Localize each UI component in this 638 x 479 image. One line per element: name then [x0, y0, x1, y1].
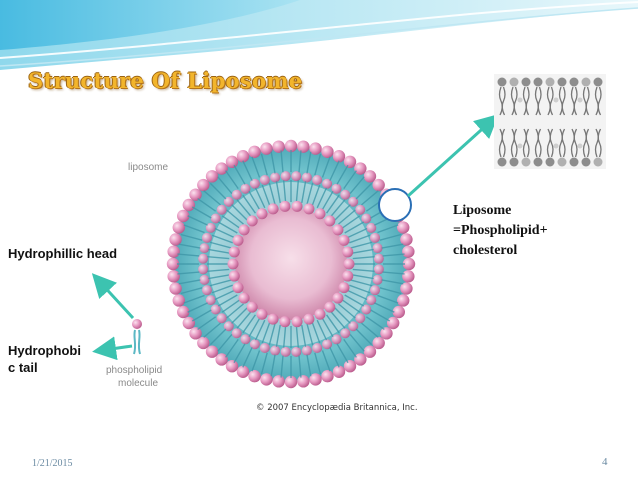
hydrophilic-head-label: Hydrophillic head — [8, 246, 118, 261]
liposome-sphere — [166, 139, 416, 389]
liposome-composition-text: Liposome =Phospholipid+ cholesterol — [453, 201, 623, 261]
phospholipid-molecule — [132, 319, 142, 355]
hydrophilic-arrow — [91, 273, 135, 320]
header-wave-decoration — [0, 0, 638, 70]
zoom-arrow — [406, 113, 499, 198]
hydrophobic-tail-label: Hydrophobi c tail — [8, 342, 81, 376]
liposome-label: liposome — [128, 162, 168, 173]
copyright-credit: © 2007 Encyclopædia Britannica, Inc. — [256, 403, 418, 413]
liposome-desc-line3: cholesterol — [453, 243, 518, 258]
liposome-desc-line2: =Phospholipid+ — [453, 223, 548, 238]
page-number: 4 — [602, 456, 608, 468]
slide-title: Structure Of Liposome — [28, 68, 303, 93]
hydrophobic-arrow — [92, 336, 133, 361]
hydrophobic-label-line2: c tail — [8, 360, 38, 375]
footer-date: 1/21/2015 — [32, 458, 73, 469]
molecule-label-line1: phospholipid — [106, 365, 162, 376]
bilayer-inset-image — [494, 74, 606, 169]
hydrophobic-label-line1: Hydrophobi — [8, 343, 81, 358]
bilayer-zoom-highlight — [378, 188, 412, 222]
molecule-label-line2: molecule — [118, 378, 158, 389]
liposome-desc-line1: Liposome — [453, 203, 512, 218]
